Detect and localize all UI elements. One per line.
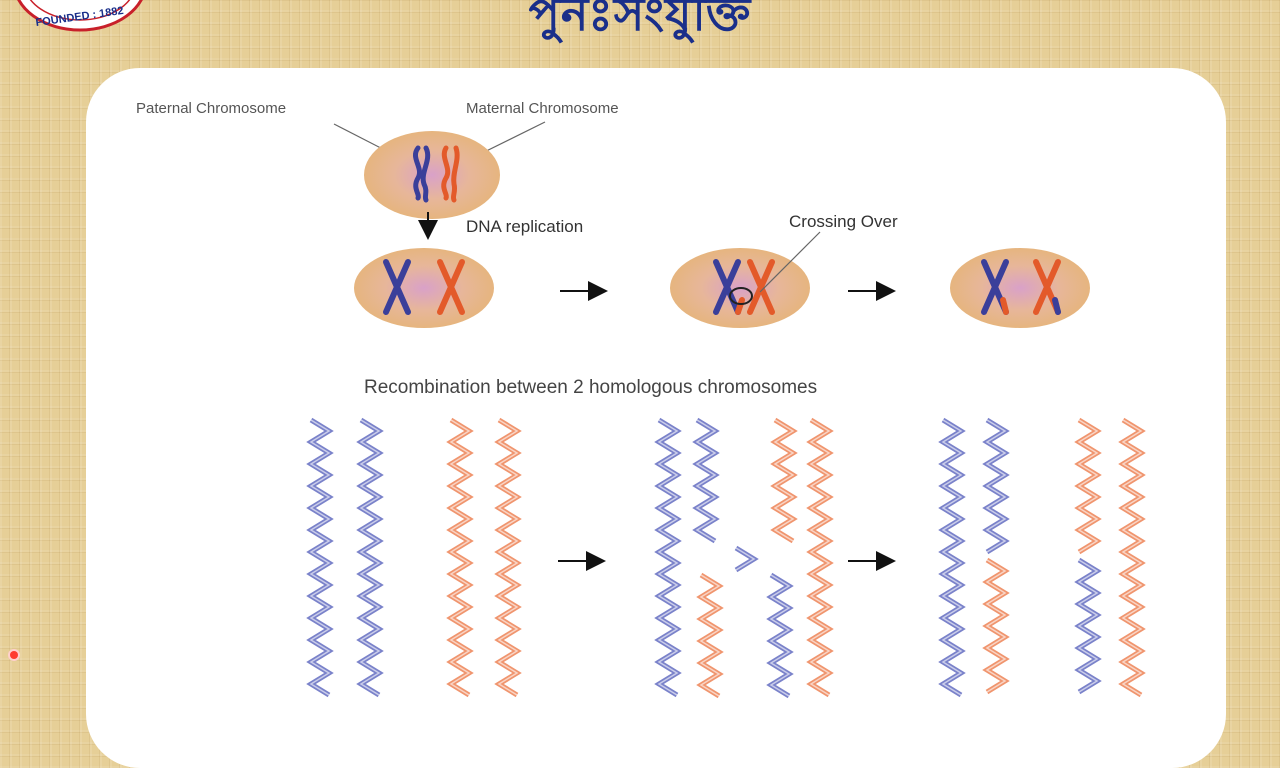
dna-replication-label: DNA replication: [466, 217, 583, 236]
dna-strand: [773, 419, 795, 542]
dna-strand: [734, 545, 759, 573]
parent-cell: [364, 131, 500, 219]
content-panel: [86, 68, 1226, 768]
dna-strand: [735, 547, 756, 571]
dna-strand: [309, 419, 331, 696]
dna-strand: [695, 419, 717, 542]
dna-strand: [985, 419, 1007, 553]
recombination-diagram: Paternal Chromosome Maternal Chromosome …: [136, 100, 1146, 699]
dna-strand: [449, 419, 471, 696]
paternal-label: Paternal Chromosome: [136, 100, 286, 117]
dna-strand: [809, 419, 831, 696]
dna-strand: [1077, 559, 1099, 693]
laser-pointer-dot: [10, 651, 18, 659]
replicated-cell: [354, 248, 494, 328]
dna-strand: [359, 419, 381, 696]
dna-strand: [1121, 419, 1143, 696]
dna-strand: [497, 419, 519, 696]
dna-strand: [769, 574, 791, 697]
slide-title: পুনঃসংযুক্তি: [528, 0, 752, 41]
maternal-label: Maternal Chromosome: [466, 100, 619, 117]
dna-strand: [985, 559, 1007, 693]
dna-strand: [657, 419, 679, 696]
dna-strand: [1077, 419, 1099, 553]
recombination-label: Recombination between 2 homologous chrom…: [364, 377, 817, 398]
dna-strand: [699, 574, 721, 697]
dna-strand: [941, 419, 963, 696]
college-logo: FOUNDED : 1882: [17, 0, 143, 32]
recombinant-cell: [950, 248, 1090, 328]
dna-helix-strands: [306, 417, 1146, 699]
crossing-over-label: Crossing Over: [789, 212, 898, 231]
crossing-over-cell: [670, 248, 810, 328]
